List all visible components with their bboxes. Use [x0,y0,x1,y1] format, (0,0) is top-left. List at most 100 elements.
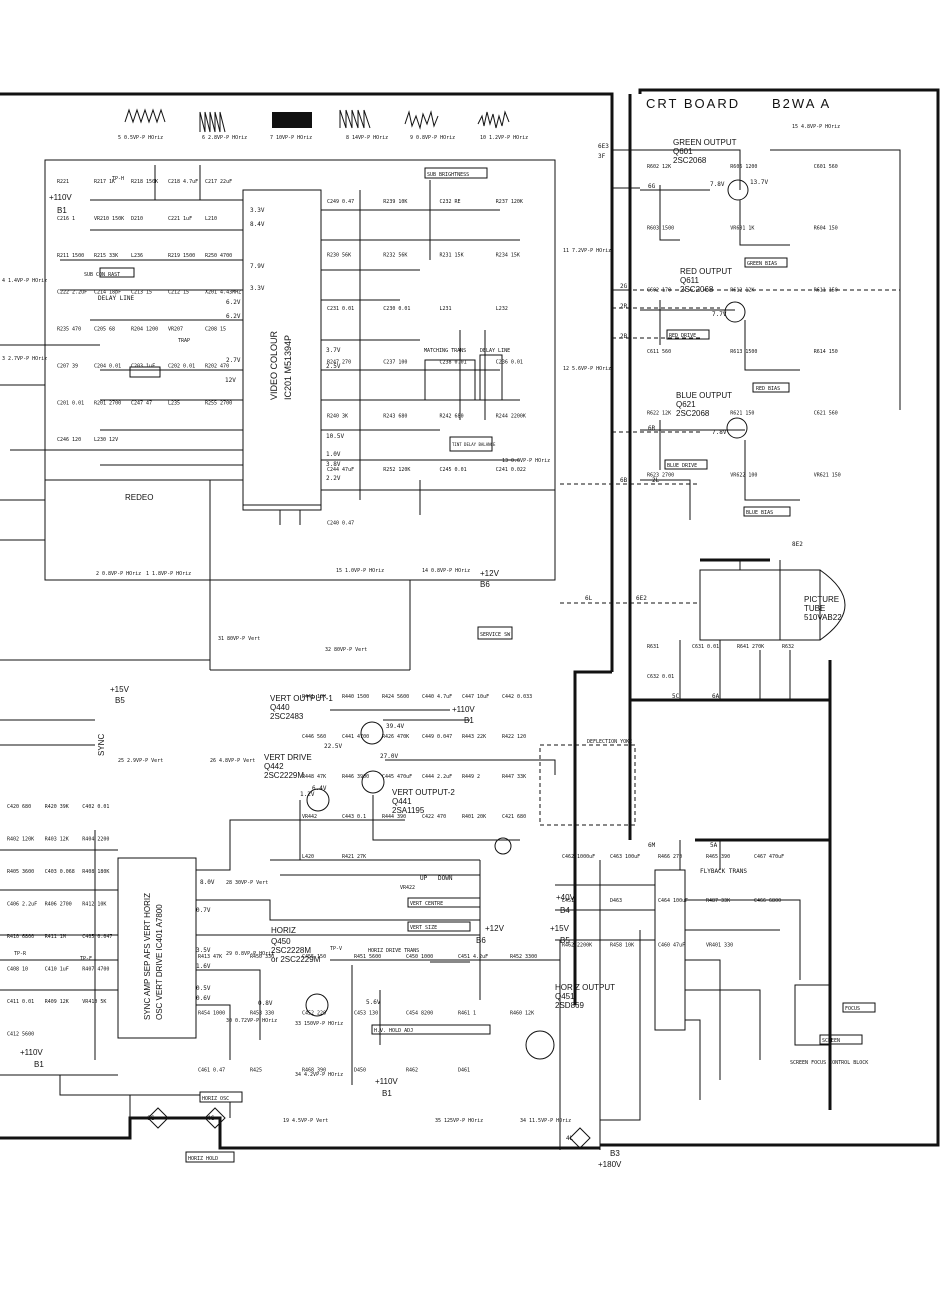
waveform-caption: 33 150VP-P HOriz [295,1021,343,1027]
part-label: R221 [57,179,69,185]
waveform-caption: 28 30VP-P Vert [226,880,268,886]
part-label: C449 0.047 [422,734,452,740]
section-name: HORIZ OUTPUT [555,983,615,992]
voltage-label: 1.6V [196,963,211,970]
rail-label: B3 [610,1149,620,1158]
boxed-label: BLUE DRIVE [667,463,697,469]
waveform-caption: 10 1.2VP-P HOriz [480,135,528,141]
part-label: C444 2.2uF [422,774,452,780]
section-part: 2SD869 [555,1001,584,1010]
part-label: R252 120K [383,467,410,473]
part-label: R247 270 [327,360,351,366]
waveform-caption: 34 4.2VP-P HOriz [295,1072,343,1078]
vert-size-box [407,921,471,932]
voltage-label: 22.5V [324,743,342,750]
part-label: VR410 5K [82,999,106,1005]
component-label: FLYBACK TRANS [700,868,747,875]
waveform-caption: 4 1.4VP-P HOriz [2,278,47,284]
misc-label: TP-F [80,956,92,962]
ic401-body [117,857,197,1039]
voltage-label: 39.4V [386,723,404,730]
voltage-label: 2.5V [326,363,341,370]
misc-label: VR422 [400,885,415,891]
voltage-label: 2.2V [326,475,341,482]
waveform-caption: 6 2.8VP-P HOriz [202,135,247,141]
section-name: RED OUTPUT [680,267,732,276]
part-label: R611 150 [814,287,838,293]
horiz-osc-box [199,1091,243,1103]
rail-label: +15V [550,924,570,933]
part-label: C440 4.7uF [422,694,452,700]
voltage-label: 6.2V [226,299,241,306]
rail-sub: B4 [560,906,570,915]
boxed-label: RED BIAS [756,386,780,392]
board-id: B2WA A [772,96,831,111]
rail-sub: B5 [115,696,125,705]
boxed-label: HORIZ HOLD [188,1156,218,1162]
part-label: C230 0.01 [383,306,410,312]
part-label: R235 470 [57,327,81,333]
part-label: C213 15 [131,290,152,296]
part-label: VR601 1K [730,226,754,232]
part-label: C217 22uF [205,179,232,185]
section-ref: Q442 [264,762,284,771]
part-label: R450 330 [250,954,274,960]
section-name: VERT OUTPUT-2 [392,788,455,797]
voltage-label: 3.8V [326,461,341,468]
rail-sub: B1 [464,716,474,725]
part-label: C446 560 [302,734,326,740]
part-label: R487 33K [706,898,730,904]
tint-delay-box [449,436,493,452]
part-label: R462 [406,1067,418,1073]
part-label: C601 560 [814,164,838,170]
part-label: VR401 330 [706,942,733,948]
section-part: 2SC2068 [673,156,707,165]
waveform-caption: 8 14VP-P HOriz [346,135,388,141]
voltage-label: 3.5V [196,947,211,954]
part-label: R410 6800 [7,934,34,940]
boxed-label: BLUE BIAS [746,510,773,516]
rail-sub: B1 [57,206,67,215]
part-label: R613 1500 [730,349,757,355]
part-label: C236 0.01 [496,360,523,366]
part-label: C621 560 [814,411,838,417]
picture-tube-label-3: 510VAB22 [804,613,842,622]
part-label: C405 0.047 [82,934,112,940]
part-label: R250 4700 [205,253,232,259]
blue-bias-box [743,506,791,517]
rail-sub: B6 [476,936,486,945]
part-label: C240 0.47 [327,520,354,526]
part-label: C454 8200 [406,1011,433,1017]
waveform-caption: 15 1.0VP-P HOriz [336,568,384,574]
part-label: R612 12K [730,287,754,293]
part-label: VR442 [302,814,317,820]
part-label: R424 5600 [382,694,409,700]
part-label: C602 170 [647,287,671,293]
part-label: R211 1500 [57,253,84,259]
video-section [0,159,556,746]
connector-label: 8E2 [792,541,803,548]
part-label: R422 120 [502,734,526,740]
voltage-label: 6.4V [312,785,327,792]
connector-label: 2B [620,333,628,340]
component-label: DEFLECTION YOKE [587,739,632,745]
voltage-label: 3.3V [250,207,265,214]
part-label: C222 2.2uF [57,290,87,296]
waveform-caption: 5 0.5VP-P HOriz [118,135,163,141]
part-label: R447 33K [502,774,526,780]
part-label: C467 470uF [754,854,784,860]
boxed-label: SUB BRIGHTNESS [427,172,469,178]
voltage-label: 0.8V [258,1000,273,1007]
voltage-label: 10.5V [326,433,344,440]
part-label: R201 2700 [94,400,121,406]
part-label: R242 680 [440,413,464,419]
rail-label: +40V [556,893,576,902]
part-label: C461 0.47 [198,1067,225,1073]
part-label: C237 100 [383,360,407,366]
boxed-label: RED DRIVE [669,333,696,339]
part-label: C410 1uF [45,967,69,973]
rail-sub: +180V [598,1160,622,1169]
